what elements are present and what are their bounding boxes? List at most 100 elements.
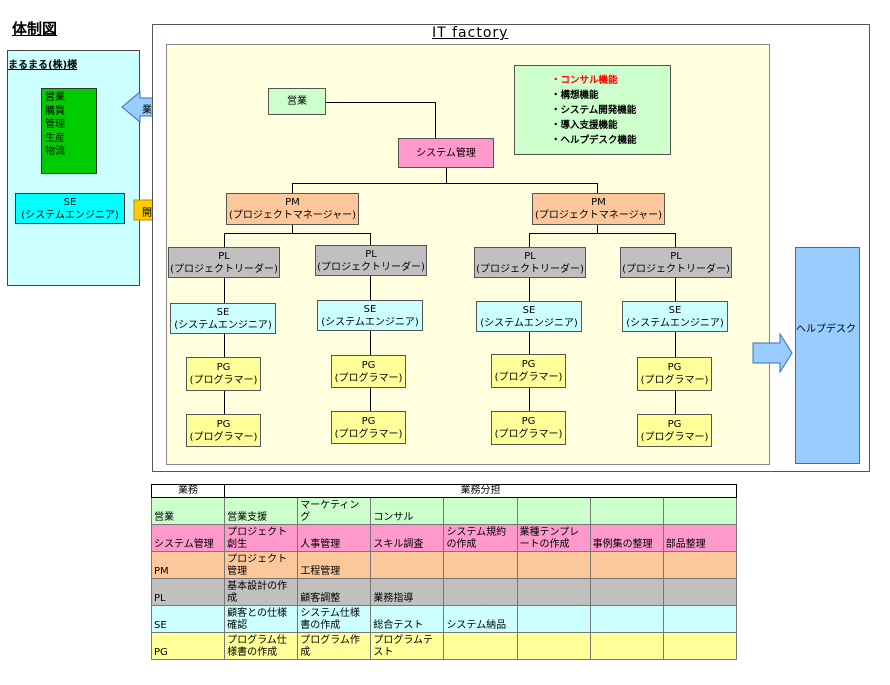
connector xyxy=(224,233,225,247)
task-cell: 工程管理 xyxy=(297,551,372,579)
pg-box: PG (プログラマー) xyxy=(331,355,406,388)
task-cell: システム仕様書の作成 xyxy=(297,605,372,633)
task-cell xyxy=(516,605,591,633)
task-cell xyxy=(662,605,738,633)
task-cell xyxy=(589,551,664,579)
table-row: システム管理 プロジェクト創生 人事管理 スキル調査 システム規約の作成 業種テ… xyxy=(150,524,738,552)
task-cell: 顧客調整 xyxy=(297,578,372,606)
table-row: 営業 営業支援 マーケティング コンサル xyxy=(150,497,738,525)
client-name: まるまる(株)様 xyxy=(8,60,78,71)
connector xyxy=(529,233,530,247)
task-cell xyxy=(516,497,591,525)
eigyo-box: 営業 xyxy=(268,88,326,115)
connector xyxy=(675,233,676,247)
task-cell: コンサル xyxy=(370,497,445,525)
connector xyxy=(370,388,371,411)
task-cell xyxy=(516,578,591,606)
connector xyxy=(435,102,436,138)
role-cell: 営業 xyxy=(150,497,226,525)
pl-box: PL (プロジェクトリーダー) xyxy=(315,245,427,276)
role-cell: SE xyxy=(150,605,226,633)
pg-box: PG (プログラマー) xyxy=(186,357,261,391)
connector xyxy=(675,391,676,414)
connector xyxy=(529,332,530,354)
department-item: 生産 xyxy=(45,132,65,144)
task-cell: プログラム作成 xyxy=(297,632,372,660)
helpdesk-arrow xyxy=(752,332,793,374)
helpdesk-label: ヘルプデスク xyxy=(796,324,856,335)
function-item: ・コンサル機能 xyxy=(551,75,618,86)
task-cell: 事例集の整理 xyxy=(589,524,664,552)
department-item: 購買 xyxy=(45,105,65,117)
task-cell xyxy=(443,551,518,579)
pg-box: PG (プログラマー) xyxy=(186,414,261,447)
client-departments: 営業 購買 管理 生産 物流 xyxy=(41,88,97,174)
pl-box: PL (プロジェクトリーダー) xyxy=(620,247,732,278)
pg-box: PG (プログラマー) xyxy=(637,357,712,391)
task-cell xyxy=(662,551,738,579)
connector xyxy=(292,183,293,193)
connector xyxy=(224,391,225,414)
it-factory-title: IT factory xyxy=(432,25,509,41)
function-item: ・システム開発機能 xyxy=(551,105,637,116)
task-cell xyxy=(443,497,518,525)
task-cell: 人事管理 xyxy=(297,524,372,552)
task-cell xyxy=(589,578,664,606)
se-box: SE (システムエンジニア) xyxy=(170,303,276,334)
task-cell: 基本設計の作成 xyxy=(224,578,299,606)
table-header-cell: 業務分担 xyxy=(224,484,737,498)
connector xyxy=(224,233,371,234)
task-cell xyxy=(443,578,518,606)
department-item: 物流 xyxy=(45,146,65,157)
role-cell: PL xyxy=(150,578,226,606)
task-cell xyxy=(662,497,738,525)
task-cell: プロジェクト管理 xyxy=(224,551,299,579)
table-row: SE 顧客との仕様確認 システム仕様書の作成 総合テスト システム納品 xyxy=(150,605,738,633)
task-cell: スキル調査 xyxy=(370,524,445,552)
task-cell xyxy=(443,632,518,660)
task-cell: 業務指導 xyxy=(370,578,445,606)
connector xyxy=(292,183,598,184)
task-cell: マーケティング xyxy=(297,497,372,525)
task-cell xyxy=(589,605,664,633)
task-cell: プログラム仕様書の作成 xyxy=(224,632,299,660)
connector xyxy=(675,278,676,301)
task-cell xyxy=(662,578,738,606)
task-cell: 部品整理 xyxy=(662,524,738,552)
role-cell: システム管理 xyxy=(150,524,226,552)
connector xyxy=(529,278,530,301)
task-cell: システム規約の作成 xyxy=(443,524,518,552)
department-item: 管理 xyxy=(45,119,65,130)
table-row: PM プロジェクト管理 工程管理 xyxy=(150,551,738,579)
pl-box: PL (プロジェクトリーダー) xyxy=(474,247,586,278)
pg-box: PG (プログラマー) xyxy=(331,411,406,444)
se-box: SE (システムエンジニア) xyxy=(317,300,423,331)
pg-box: PG (プログラマー) xyxy=(491,354,566,388)
se-box: SE (システムエンジニア) xyxy=(476,301,582,332)
helpdesk-box: ヘルプデスク xyxy=(795,247,860,464)
connector xyxy=(370,233,371,245)
role-cell: PM xyxy=(150,551,226,579)
task-cell: 総合テスト xyxy=(370,605,445,633)
functions-box: ・コンサル機能 ・構想機能 ・システム開発機能 ・導入支援機能 ・ヘルプデスク機… xyxy=(514,65,671,155)
pl-box: PL (プロジェクトリーダー) xyxy=(168,247,280,278)
table-row: PL 基本設計の作成 顧客調整 業務指導 xyxy=(150,578,738,606)
connector xyxy=(224,278,225,303)
task-cell: 営業支援 xyxy=(224,497,299,525)
task-cell xyxy=(516,551,591,579)
pm-box-left: PM (プロジェクトマネージャー) xyxy=(226,193,359,225)
responsibility-table: 業務 業務分担 営業 営業支援 マーケティング コンサル システム管理 プロジェ… xyxy=(150,484,738,660)
task-cell: 顧客との仕様確認 xyxy=(224,605,299,633)
connector xyxy=(675,332,676,357)
se-box: SE (システムエンジニア) xyxy=(622,301,728,332)
pg-box: PG (プログラマー) xyxy=(637,414,712,447)
task-cell xyxy=(516,632,591,660)
client-se-box: SE (システムエンジニア) xyxy=(15,193,125,224)
connector xyxy=(529,233,676,234)
role-cell: PG xyxy=(150,632,226,660)
task-cell xyxy=(589,632,664,660)
task-cell xyxy=(370,551,445,579)
connector xyxy=(446,168,447,184)
task-cell: プロジェクト創生 xyxy=(224,524,299,552)
connector xyxy=(326,102,436,103)
